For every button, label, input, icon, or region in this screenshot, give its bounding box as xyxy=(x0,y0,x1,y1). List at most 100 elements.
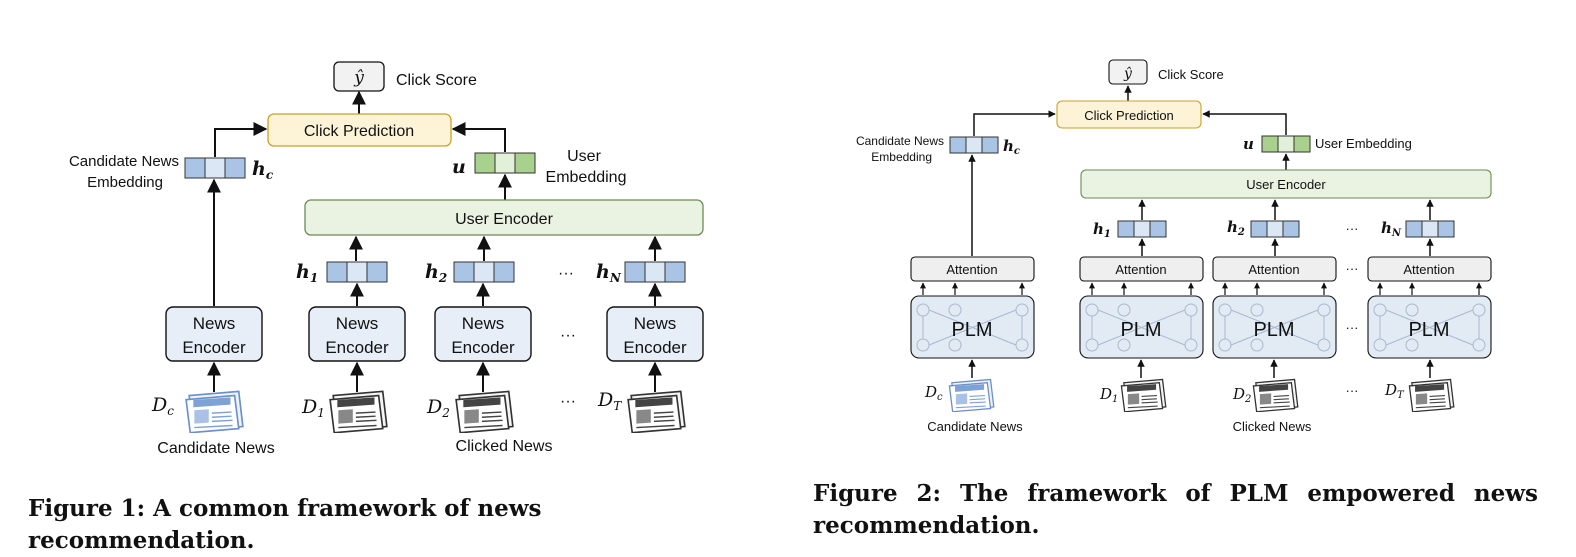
user-encoder-label: User Encoder xyxy=(455,211,553,228)
clicked-news-label: Clicked News xyxy=(456,438,553,455)
plm-label: PLM xyxy=(951,319,992,341)
user-embedding-label-line1: User xyxy=(567,148,601,165)
attention-box xyxy=(1079,256,1204,282)
plm-label: PLM xyxy=(1120,319,1161,341)
doc-c-label: Dc xyxy=(151,394,174,418)
column-candidate-2: Attention PLM xyxy=(910,154,1035,378)
news-encoder-2: News Encoder xyxy=(434,306,532,362)
user-embedding-label-2: User Embedding xyxy=(1315,136,1412,151)
ellipsis-encoders: ··· xyxy=(560,327,576,344)
hN-group-2: hN xyxy=(1381,219,1455,239)
svg-text:News: News xyxy=(462,314,505,333)
attention-label: Attention xyxy=(1403,262,1454,277)
hN-symbol: hN xyxy=(596,261,622,285)
click-prediction-label: Click Prediction xyxy=(304,123,414,140)
user-embedding-vector xyxy=(474,152,536,174)
doc-2-label-2: D2 xyxy=(1232,385,1251,405)
news-encoder-1: News Encoder xyxy=(308,306,406,362)
user-encoder-box xyxy=(304,199,704,236)
candidate-embedding-vector xyxy=(184,157,246,179)
user-encoder-box-2 xyxy=(1080,169,1492,199)
arrow-candidate-to-prediction-2 xyxy=(973,110,1056,136)
attention-box xyxy=(1367,256,1492,282)
attention-label: Attention xyxy=(1248,262,1299,277)
figure-1: ŷ Click Score Click Prediction Candidate… xyxy=(69,61,704,457)
user-encoder-label-2: User Encoder xyxy=(1246,177,1326,192)
doc-c-label-2: Dc xyxy=(924,383,943,403)
arrow-user-to-prediction xyxy=(451,122,506,152)
attention-box xyxy=(1212,256,1337,282)
ellipsis-attention-2: ··· xyxy=(1346,261,1359,276)
column-clicked-2-2: Attention PLM xyxy=(1212,238,1337,378)
ellipsis-plm-2: ··· xyxy=(1346,320,1359,335)
ellipsis-docs: ··· xyxy=(560,393,576,410)
doc-2-label: D2 xyxy=(426,396,450,420)
figure-2: ŷ Click Score Click Prediction Candidate… xyxy=(856,59,1492,434)
click-score-box-2 xyxy=(1108,59,1148,85)
click-score-label-2: Click Score xyxy=(1158,67,1224,82)
hc-symbol: hc xyxy=(252,158,274,182)
column-clicked-1-2: Attention PLM xyxy=(1079,238,1204,378)
doc-T-label: DT xyxy=(597,389,622,413)
hN-group: hN xyxy=(596,261,686,285)
h2-group: h2 xyxy=(425,261,515,285)
ellipsis-h: ··· xyxy=(558,265,574,282)
attention-label: Attention xyxy=(1115,262,1166,277)
click-prediction-box-2 xyxy=(1056,100,1202,129)
candidate-embedding-vector-2 xyxy=(949,136,999,154)
clicked-news-icon-T-2 xyxy=(1408,378,1455,412)
h1-group-2: h1 xyxy=(1093,220,1167,240)
clicked-news-icon-T xyxy=(627,390,686,433)
clicked-news-icon-1-2 xyxy=(1120,378,1167,412)
click-score-symbol: ŷ xyxy=(353,68,364,88)
u-symbol-2: u xyxy=(1243,135,1254,153)
candidate-embedding-label-2-line2: Embedding xyxy=(871,150,932,164)
svg-text:Encoder: Encoder xyxy=(182,338,246,357)
arrow-user-to-prediction-2 xyxy=(1202,110,1287,135)
candidate-news-label-2: Candidate News xyxy=(927,419,1023,434)
svg-text:Encoder: Encoder xyxy=(623,338,687,357)
svg-text:Encoder: Encoder xyxy=(451,338,515,357)
doc-T-label-2: DT xyxy=(1384,381,1405,401)
h2-group-2: h2 xyxy=(1227,218,1300,238)
candidate-news-label: Candidate News xyxy=(157,440,274,457)
candidate-embedding-label-line2: Embedding xyxy=(87,174,163,191)
click-score-label: Click Score xyxy=(396,72,477,89)
hc-symbol-2: hc xyxy=(1003,137,1020,157)
svg-text:News: News xyxy=(336,314,379,333)
candidate-embedding-label-line1: Candidate News xyxy=(69,153,179,170)
svg-text:hN: hN xyxy=(1381,219,1402,239)
figure-2-caption: Figure 2: The framework of PLM empowered… xyxy=(813,480,1538,539)
doc-1-label: D1 xyxy=(301,396,325,420)
diagram-canvas: ŷ Click Score Click Prediction Candidate… xyxy=(69,59,1492,457)
news-encoder-candidate: News Encoder xyxy=(165,306,263,362)
candidate-news-icon xyxy=(185,390,244,433)
click-score-symbol-2: ŷ xyxy=(1123,65,1133,82)
svg-text:News: News xyxy=(193,314,236,333)
plm-label: PLM xyxy=(1408,319,1449,341)
candidate-embedding-label-2-line1: Candidate News xyxy=(856,134,944,148)
clicked-news-icon-2 xyxy=(455,390,514,433)
h1-symbol: h1 xyxy=(296,261,318,285)
svg-text:h1: h1 xyxy=(1093,220,1111,240)
candidate-news-icon-2 xyxy=(948,378,995,412)
ellipsis-h-2: ··· xyxy=(1346,221,1359,236)
news-encoder-T: News Encoder xyxy=(606,306,704,362)
column-clicked-T-2: Attention PLM xyxy=(1367,238,1492,378)
attention-label: Attention xyxy=(946,262,997,277)
clicked-news-label-2: Clicked News xyxy=(1233,419,1312,434)
clicked-news-icon-1 xyxy=(329,390,388,433)
svg-text:h2: h2 xyxy=(1227,218,1245,238)
attention-box xyxy=(910,256,1035,282)
ellipsis-docs-2: ··· xyxy=(1346,383,1359,398)
h1-group: h1 xyxy=(296,261,388,285)
figure-1-caption: Figure 1: A common framework of news rec… xyxy=(28,495,542,554)
svg-text:Encoder: Encoder xyxy=(325,338,389,357)
svg-text:News: News xyxy=(634,314,677,333)
doc-1-label-2: D1 xyxy=(1099,385,1118,405)
user-embedding-label-line2: Embedding xyxy=(546,169,627,186)
click-prediction-box xyxy=(267,113,452,147)
h2-symbol: h2 xyxy=(425,261,447,285)
clicked-news-icon-2-2 xyxy=(1252,378,1299,412)
click-prediction-label-2: Click Prediction xyxy=(1084,108,1174,123)
